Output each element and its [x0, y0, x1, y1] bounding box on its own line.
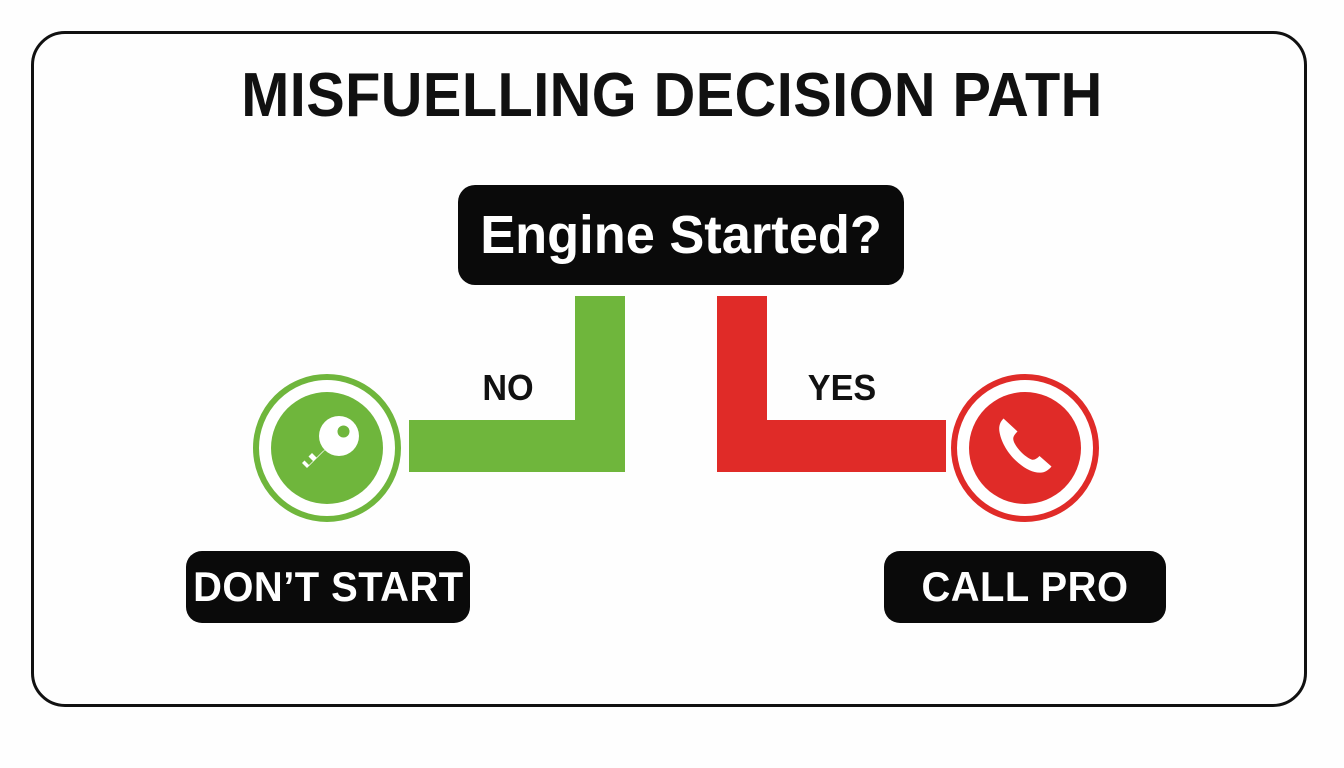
- connector-yes-horizontal: [717, 420, 946, 472]
- connector-no-horizontal: [409, 420, 625, 472]
- outcome-label-dont-start: DON’T START: [192, 563, 464, 610]
- decision-node-engine-started[interactable]: Engine Started?: [458, 185, 904, 285]
- phone-icon-badge[interactable]: [951, 374, 1099, 522]
- outcome-label-call-pro: CALL PRO: [921, 563, 1129, 610]
- key-icon-disc: [271, 392, 383, 504]
- outcome-node-dont-start[interactable]: DON’T START: [186, 551, 470, 623]
- outcome-node-call-pro[interactable]: CALL PRO: [884, 551, 1166, 623]
- key-icon: [302, 416, 359, 468]
- page-title: MISFUELLING DECISION PATH: [241, 61, 1103, 130]
- phone-icon: [999, 418, 1052, 473]
- branch-label-yes: YES: [807, 367, 877, 408]
- decision-node-label: Engine Started?: [480, 205, 882, 265]
- key-icon-badge[interactable]: [253, 374, 401, 522]
- branch-label-no: NO: [482, 367, 534, 408]
- phone-icon-disc: [969, 392, 1081, 504]
